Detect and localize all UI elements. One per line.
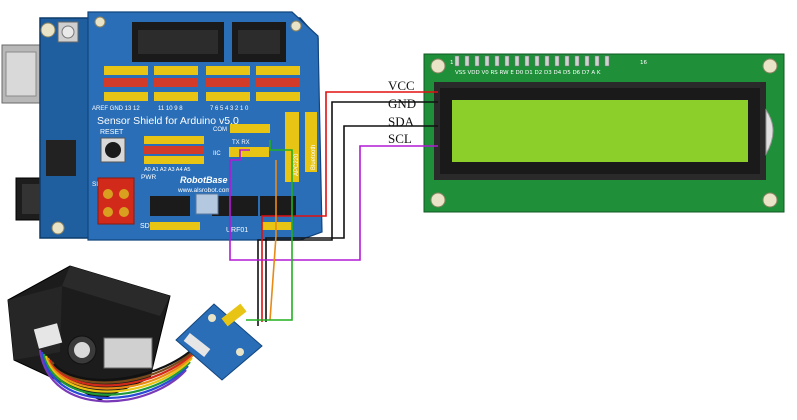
analog-pin-rows — [144, 136, 204, 164]
brand-url: www.alsrobot.com — [177, 187, 231, 194]
gnd-label: GND — [388, 96, 416, 111]
lcd-pin-labels: VSS VDD V0 RS RW E D0 D1 D2 D3 D4 D5 D6 … — [455, 70, 601, 76]
com-label: COM — [213, 127, 227, 133]
lcd-header-pins — [454, 55, 610, 67]
digital-row-2-label: 7 6 5 4 3 2 1 0 — [210, 106, 249, 112]
pwr-label: PWR — [141, 174, 156, 181]
sda-label: SDA — [388, 114, 415, 129]
txrx-label: TX RX — [232, 140, 250, 146]
scl-label: SCL — [388, 131, 412, 146]
digital-row-1-label: 11 10 9 8 — [158, 106, 183, 112]
brand-label: RobotBase — [180, 175, 228, 185]
wire-iic-purple-loop — [230, 149, 250, 161]
wire-gnd — [257, 101, 438, 326]
iic-label: IIC — [213, 151, 221, 157]
wire-scl — [229, 145, 438, 261]
sensor-adapter-board — [175, 303, 263, 381]
iic-header — [229, 147, 269, 157]
wires — [229, 91, 438, 326]
lcd-screen — [452, 100, 748, 162]
aref-row-label: AREF GND 13 12 — [92, 106, 140, 112]
reset-label: RESET — [100, 129, 124, 136]
urf-label: URF01 — [226, 227, 248, 234]
terminal-block — [97, 177, 135, 225]
arduino-sensor-shield: AREF GND 13 12 11 10 9 8 7 6 5 4 3 2 1 0… — [1, 11, 323, 241]
vcc-label: VCC — [388, 78, 415, 93]
bluetooth-label: Bluetooth — [311, 145, 317, 170]
wire-sda — [265, 125, 438, 322]
sd-label: SD — [140, 223, 150, 230]
apc-label: APC220 — [294, 153, 300, 176]
lcd-pin-end: 16 — [640, 60, 647, 66]
wire-sensor-green — [246, 140, 293, 321]
wire-vcc — [261, 91, 438, 322]
shield-title: Sensor Shield for Arduino v5.0 — [97, 115, 239, 127]
lcd-1602-module: 1 16 VSS VDD V0 RS RW E D0 D1 D2 D3 D4 D… — [423, 53, 785, 213]
wire-sensor-orange — [269, 160, 277, 321]
lcd-pin-start: 1 — [450, 60, 454, 66]
analog-row-label: A0 A1 A2 A3 A4 A5 — [144, 167, 191, 173]
digital-pin-rows — [104, 66, 300, 101]
sensor-ribbon-cable — [38, 341, 201, 403]
connection-labels: VCC GND SDA SCL — [388, 78, 416, 146]
